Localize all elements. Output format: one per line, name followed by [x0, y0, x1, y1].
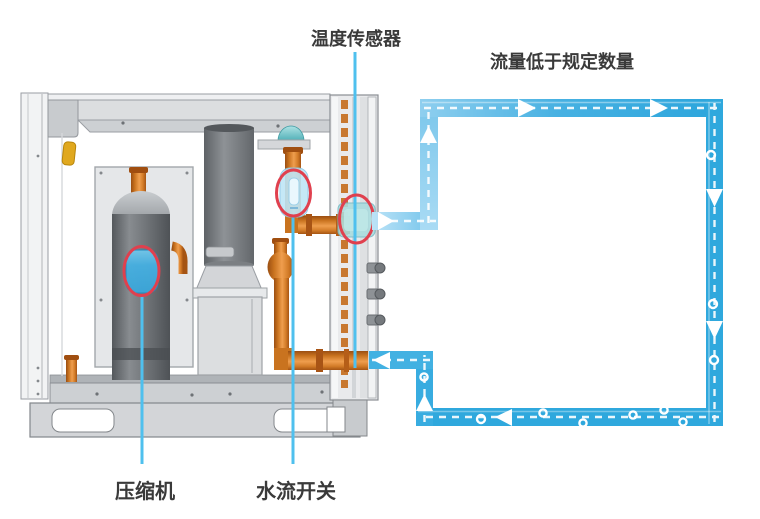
arrow-left-bottom [495, 409, 512, 426]
flow-switch-sensor-glyph [288, 177, 300, 206]
component-box [192, 287, 268, 376]
service-valves [366, 262, 386, 326]
label-temperature-sensor: 温度传感器 [311, 28, 402, 49]
label-water-flow-switch: 水流开关 [256, 479, 336, 503]
unit-cabinet [20, 92, 386, 438]
compressor-marker [122, 245, 161, 297]
arrow-right-top-1 [518, 99, 536, 117]
water-loop [369, 99, 723, 428]
floor-orange-stub [64, 355, 79, 382]
yellow-clamp [61, 141, 77, 166]
teal-dome-fitting [257, 125, 311, 150]
top-rail [47, 93, 331, 138]
flow-arrows [373, 99, 723, 426]
compressor-elbow-pipe [170, 241, 188, 274]
compressor-highlight-patch [125, 249, 159, 294]
return-copper-pipe [205, 238, 368, 372]
arrow-down-right-2 [706, 321, 723, 339]
water-flow-switch [279, 167, 309, 218]
arrow-up-leftvertical [420, 126, 437, 143]
compressor [112, 167, 188, 380]
label-compressor: 压缩机 [115, 479, 175, 503]
arrow-down-right-1 [706, 189, 723, 207]
flow-bubbles [419, 149, 720, 428]
arrow-right-supply [378, 212, 394, 230]
gray-stub-pipe [205, 246, 235, 258]
base-skid [29, 402, 361, 438]
accumulator-cylinder [195, 124, 263, 291]
label-flow-below-spec: 流量低于规定数量 [490, 51, 634, 72]
arrow-right-top-2 [650, 99, 668, 117]
arrow-up-bottomleft [416, 394, 433, 411]
left-frame-column [20, 92, 49, 400]
arrow-left-return [373, 352, 390, 369]
leader-lines [140, 52, 357, 464]
flow-switch-marker [275, 168, 312, 218]
